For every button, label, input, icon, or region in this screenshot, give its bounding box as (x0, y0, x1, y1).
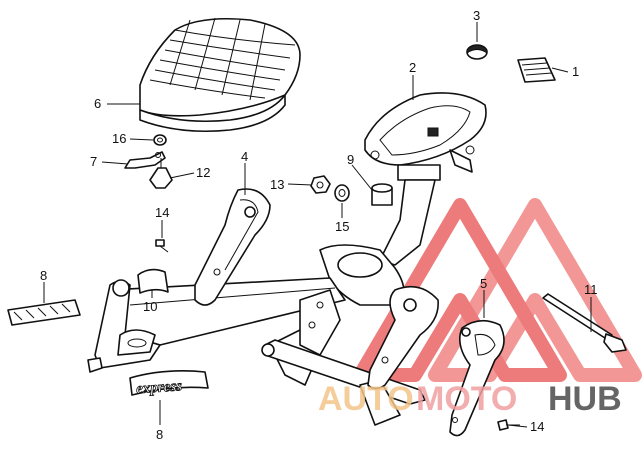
callout-13: 13 (270, 177, 284, 192)
plate-1-part (517, 57, 556, 83)
long-bolt-11-part (542, 293, 627, 353)
callout-15: 15 (335, 219, 349, 234)
callout-5: 5 (480, 276, 487, 291)
screw-14-upper-part (155, 239, 169, 253)
bushing-9-part (371, 183, 393, 206)
callout-7: 7 (90, 154, 97, 169)
callout-9: 9 (347, 152, 354, 167)
nut-16-part (153, 134, 167, 146)
watermark-hub: HUB (548, 380, 622, 418)
main-frame-part (87, 179, 436, 426)
callout-8-upper: 8 (40, 268, 47, 283)
nut-13-part (310, 175, 331, 194)
leader-lines (43, 22, 592, 428)
watermark-auto: AUTO (318, 380, 414, 418)
headstock-2-part (364, 92, 487, 181)
wing-bolt-12-part (149, 158, 173, 189)
emblem-text: express (136, 378, 183, 397)
side-bracket-5-part (449, 319, 505, 437)
callout-labels: 1 2 3 4 5 6 7 8 8 9 10 11 12 13 14 14 15… (40, 8, 598, 442)
callout-1: 1 (572, 64, 579, 79)
washer-15-part (334, 184, 350, 202)
seat-part (139, 17, 301, 133)
emblem-8-express-part: express (129, 370, 209, 398)
clip-10-part (137, 268, 169, 294)
emblem-8-left-part (7, 299, 81, 326)
callout-2: 2 (409, 60, 416, 75)
watermark-moto: MOTO (416, 380, 517, 418)
callout-16: 16 (112, 131, 126, 146)
grommet-3-part (466, 44, 488, 60)
callout-14-lower: 14 (530, 419, 544, 434)
callout-4: 4 (241, 149, 248, 164)
watermark-logo: AUTO MOTO HUB (318, 380, 622, 418)
callout-6: 6 (94, 96, 101, 111)
callout-11: 11 (584, 282, 598, 297)
right-arm-bracket-part (367, 285, 439, 390)
arm-bracket-4-part (194, 188, 271, 306)
callout-12: 12 (196, 165, 210, 180)
callout-3: 3 (473, 8, 480, 23)
bracket-7-part (124, 151, 166, 169)
callout-8-lower: 8 (156, 427, 163, 442)
callout-10: 10 (143, 299, 157, 314)
callout-14-upper: 14 (155, 205, 169, 220)
